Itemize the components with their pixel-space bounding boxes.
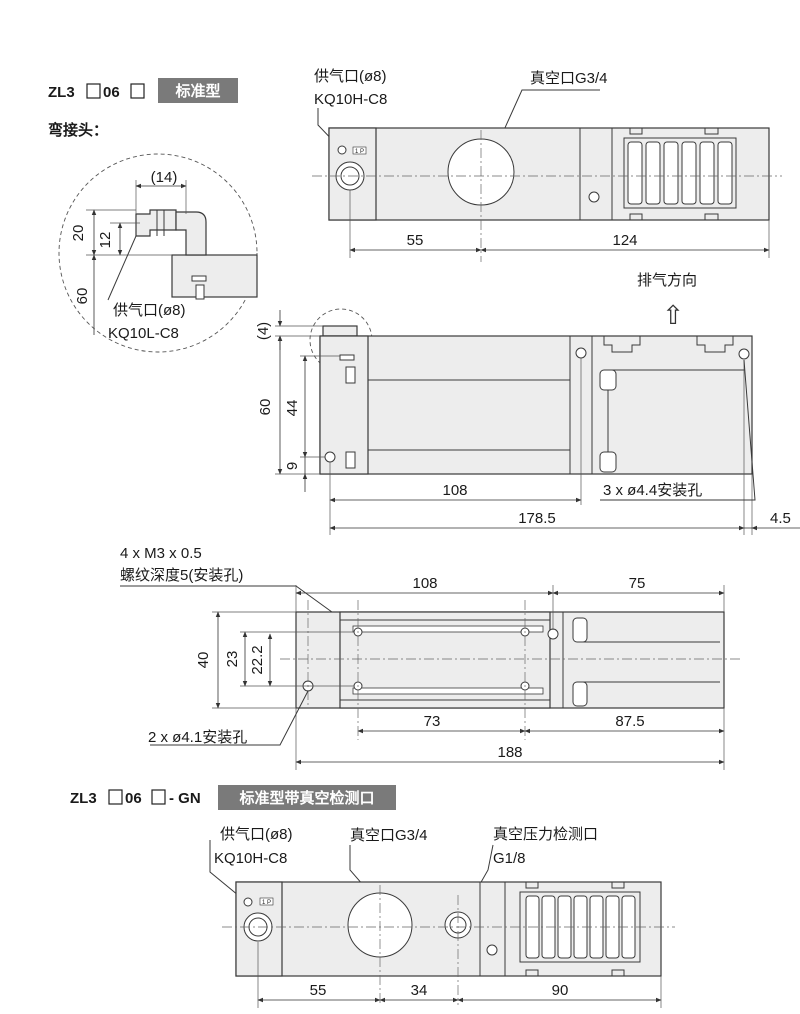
gn-sensor-thread-label: G1/8 (493, 850, 526, 867)
gn-supply-port-label: 供气口(ø8) (220, 826, 293, 843)
silencer-slots (623, 137, 737, 209)
exhaust-direction-label: 排气方向 (637, 272, 697, 289)
leader-line (150, 690, 309, 746)
dim-44: 44 (284, 400, 301, 417)
mount-hole (738, 348, 750, 360)
model-mid: 06 (125, 790, 142, 807)
gn-view: 供气口(ø8) KQ10H-C8 真空口G3/4 真空压力检测口 G1/8 1 … (209, 825, 675, 1008)
dim-40: 40 (195, 652, 212, 669)
mount-holes-label: 2 x ø4.1安装孔 (148, 729, 247, 746)
dim-178-5: 178.5 (518, 510, 556, 527)
dim-20: 20 (70, 225, 87, 242)
model-suffix: - GN (169, 790, 201, 807)
model-prefix: ZL3 (48, 84, 75, 101)
dim-108: 108 (442, 482, 467, 499)
mount-hole (588, 191, 600, 203)
top-view: 供气口(ø8) KQ10H-C8 真空口G3/4 1 P (312, 68, 782, 330)
mount-hole (324, 451, 336, 463)
port-marking-text: 1 P (355, 149, 364, 155)
model-box (86, 83, 101, 99)
dim-75: 75 (629, 575, 646, 592)
elbow-detail: (14) 20 12 60 供气口(ø8) KQ10L-C8 (58, 153, 258, 353)
model-box (108, 789, 123, 805)
supply-fitting-label: KQ10H-C8 (314, 91, 387, 108)
elbow-fitting (135, 209, 177, 237)
exhaust-arrow-icon: ⇧ (662, 300, 684, 330)
dim-9: 9 (284, 462, 301, 470)
dim-55: 55 (310, 982, 327, 999)
dim-55: 55 (407, 232, 424, 249)
dim-4-5: 4.5 (770, 510, 791, 527)
leader-line (107, 235, 137, 301)
type-badge (218, 785, 396, 810)
dim-87-5: 87.5 (615, 713, 644, 730)
gn-supply-fitting-label: KQ10H-C8 (214, 850, 287, 867)
section1-header: ZL3 06 标准型 弯接头： (48, 78, 238, 139)
detail-circle (58, 153, 258, 353)
fitting-top (322, 325, 358, 337)
supply-port-label: 供气口(ø8) (314, 68, 387, 85)
leader-line (600, 359, 756, 501)
mount-hole (575, 347, 587, 359)
elbow-fitting-label: KQ10L-C8 (108, 325, 179, 342)
port-marking-text: 1 P (262, 900, 271, 906)
port-marking (259, 897, 274, 906)
clip-notches (629, 128, 719, 220)
mount-hole (486, 944, 498, 956)
clip-notches (603, 336, 734, 353)
dim-108: 108 (412, 575, 437, 592)
elbow-supply-port-label: 供气口(ø8) (113, 302, 186, 319)
type-badge-label: 标准型 (174, 82, 220, 100)
screw-hole (337, 145, 347, 155)
side-view: (4) 60 44 9 108 178.5 4.5 3 x ø4.4安装孔 (255, 308, 800, 535)
type-badge-label: 标准型带真空检测口 (238, 789, 374, 807)
model-box (130, 83, 145, 99)
body-corner (171, 254, 258, 298)
thread-spec-label: 4 x M3 x 0.5 (120, 545, 202, 562)
thread-depth-label: 螺纹深度5(安装孔) (120, 567, 243, 584)
dim-14: (14) (151, 169, 178, 186)
model-box (151, 789, 166, 805)
elbow-label: 弯接头： (48, 121, 108, 139)
dim-124: 124 (612, 232, 637, 249)
leader-line (209, 840, 245, 901)
mount-hole (547, 628, 559, 640)
gn-vacuum-port-label: 真空口G3/4 (350, 826, 428, 844)
gn-sensor-port-label: 真空压力检测口 (493, 825, 598, 843)
mount-holes-label: 3 x ø4.4安装孔 (603, 482, 702, 499)
dim-12: 12 (97, 232, 114, 249)
vacuum-port-label: 真空口G3/4 (530, 69, 608, 87)
model-mid: 06 (103, 84, 120, 101)
dim-23: 23 (224, 651, 241, 668)
dim-73: 73 (424, 713, 441, 730)
dim-188: 188 (497, 744, 522, 761)
dim-4: (4) (255, 322, 272, 340)
section2-header: ZL3 06 - GN 标准型带真空检测口 (70, 785, 396, 810)
ejector-body-side (319, 335, 753, 475)
port-marking (352, 146, 367, 155)
dim-22-2: 22.2 (249, 645, 266, 674)
dim-34: 34 (411, 982, 428, 999)
dim-60: 60 (74, 288, 91, 305)
bottom-view: 4 x M3 x 0.5 螺纹深度5(安装孔) 108 75 (120, 545, 740, 770)
dim-60: 60 (257, 399, 274, 416)
type-badge (158, 78, 238, 103)
model-prefix: ZL3 (70, 790, 97, 807)
dim-90: 90 (552, 982, 569, 999)
